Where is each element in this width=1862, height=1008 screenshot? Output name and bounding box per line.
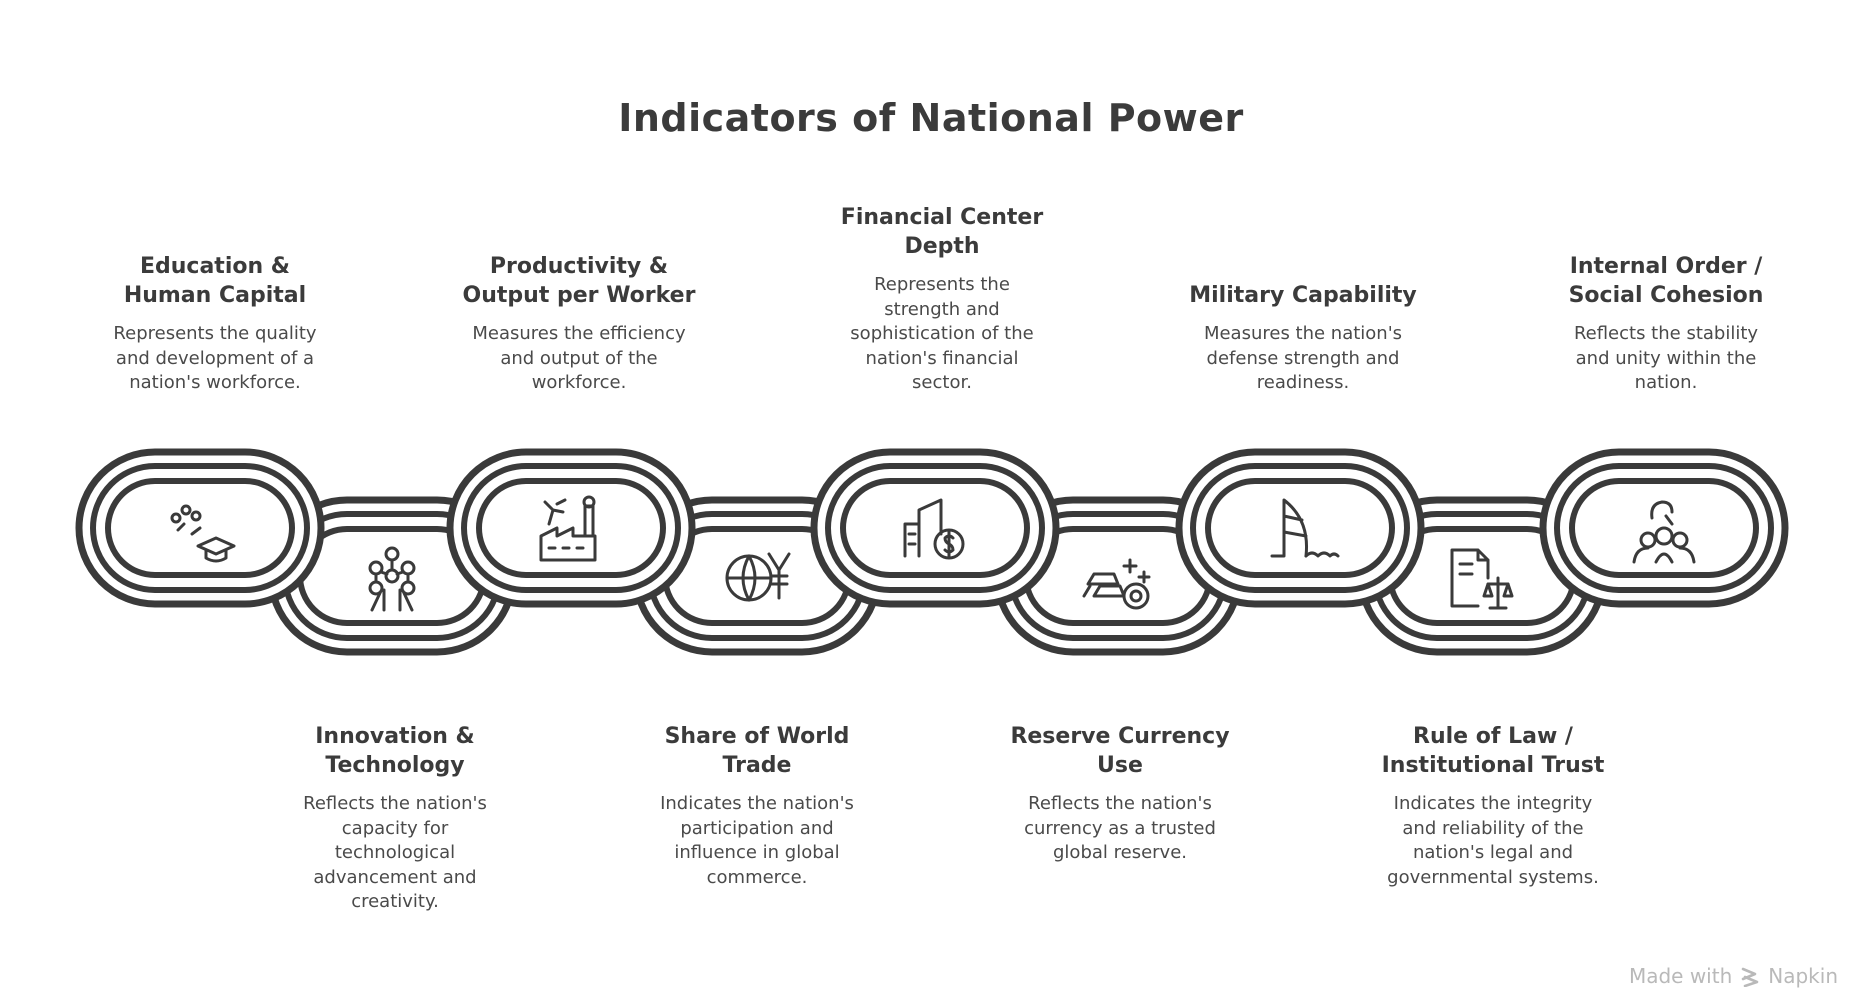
indicator-description: Measures the efficiency and output of th… — [472, 323, 686, 393]
indicator-heading: Productivity & Output per Worker — [462, 254, 696, 308]
indicator-description: Represents the strength and sophisticati… — [850, 274, 1034, 393]
financial-buildings-icon — [903, 498, 965, 560]
napkin-logo-icon — [1741, 967, 1759, 987]
legal-scales-icon — [1450, 548, 1514, 610]
indicator-description: Indicates the nation's participation and… — [660, 793, 854, 888]
indicator-heading: Share of World Trade — [664, 724, 850, 778]
indicator-heading: Innovation & Technology — [315, 724, 475, 778]
indicator-heading: Financial Center Depth — [840, 205, 1044, 259]
gold-bars-icon — [1082, 558, 1151, 610]
indicator-heading: Reserve Currency Use — [1010, 724, 1230, 778]
community-icon — [1632, 500, 1696, 564]
credit-brand: Napkin — [1768, 964, 1838, 988]
indicator-reserve-currency: Reserve Currency Use Reflects the nation… — [985, 722, 1255, 866]
indicator-description: Reflects the nation's currency as a trus… — [1024, 793, 1216, 863]
credit-prefix: Made with — [1628, 964, 1733, 988]
chain-link — [810, 448, 1060, 608]
indicator-rule-of-law: Rule of Law / Institutional Trust Indica… — [1358, 722, 1628, 890]
indicator-internal-order: Internal Order / Social Cohesion Reflect… — [1531, 252, 1801, 396]
education-icon — [170, 504, 236, 563]
indicator-education: Education & Human Capital Represents the… — [80, 252, 350, 396]
factory-icon — [539, 495, 597, 562]
indicator-heading: Military Capability — [1189, 283, 1417, 308]
indicator-heading: Internal Order / Social Cohesion — [1568, 254, 1764, 308]
chain-link — [1175, 448, 1425, 608]
indicator-military: Military Capability Measures the nation'… — [1168, 281, 1438, 396]
indicator-description: Measures the nation's defense strength a… — [1203, 323, 1403, 393]
indicator-innovation: Innovation & Technology Reflects the nat… — [260, 722, 530, 915]
indicator-description: Reflects the nation's capacity for techn… — [303, 793, 487, 912]
indicator-heading: Education & Human Capital — [123, 254, 307, 308]
globe-yen-icon — [725, 552, 791, 602]
indicator-heading: Rule of Law / Institutional Trust — [1381, 724, 1605, 778]
made-with-napkin-credit[interactable]: Made with Napkin — [1629, 964, 1838, 988]
indicator-financial-center: Financial Center Depth Represents the st… — [807, 203, 1077, 396]
atomium-icon — [368, 546, 416, 612]
page-title: Indicators of National Power — [618, 96, 1244, 140]
indicator-description: Reflects the stability and unity within … — [1573, 323, 1759, 393]
indicator-world-trade: Share of World Trade Indicates the natio… — [622, 722, 892, 890]
indicator-description: Indicates the integrity and reliability … — [1387, 793, 1599, 888]
naval-sail-icon — [1270, 498, 1340, 558]
indicator-description: Represents the quality and development o… — [113, 323, 317, 393]
indicator-productivity: Productivity & Output per Worker Measure… — [444, 252, 714, 396]
